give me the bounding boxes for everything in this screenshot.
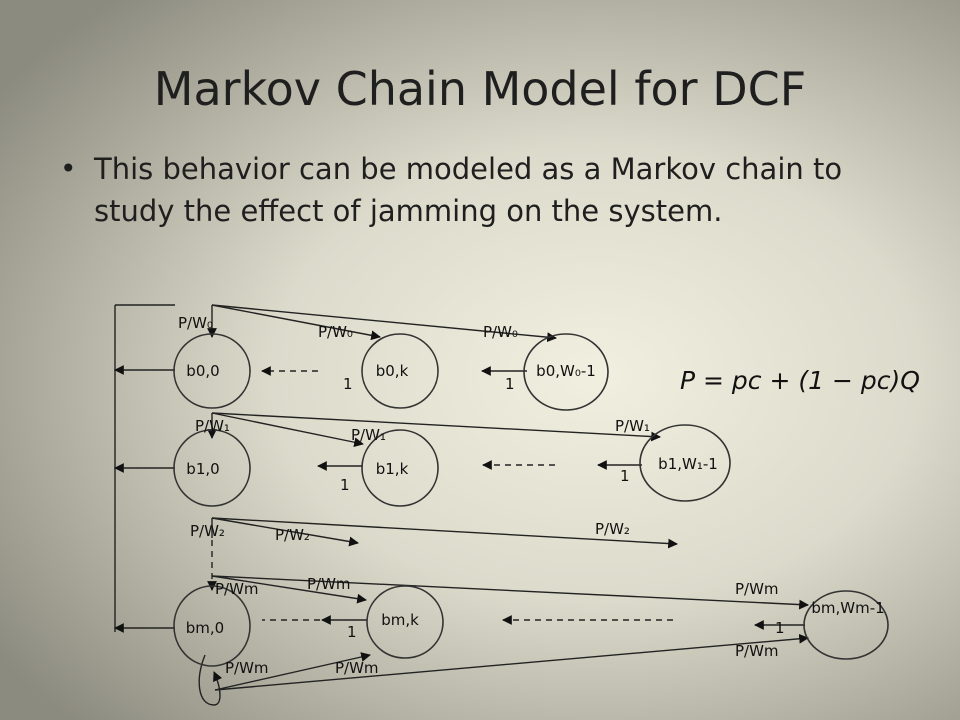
node-b1k <box>361 429 439 507</box>
node-label-bmk: bm,k <box>381 611 419 629</box>
slide-title: Markov Chain Model for DCF <box>153 62 807 116</box>
edge-label-bottom-mid: P/Wm <box>335 659 379 677</box>
edge-label-row2-right: P/W₂ <box>595 520 630 538</box>
bullet-list: • This behavior can be modeled as a Mark… <box>60 148 880 232</box>
edge-label-row1-top: P/W₁ <box>195 417 230 435</box>
arrow-bottom-to-bmw <box>214 633 809 691</box>
arrow-row1-to-b1k <box>211 412 364 448</box>
node-bmk <box>366 585 444 659</box>
bullet-dot-icon: • <box>60 152 77 185</box>
node-label-b0k: b0,k <box>376 362 409 380</box>
arrow-row1-to-b1w <box>211 412 661 442</box>
edge-label-bmk-one: 1 <box>347 623 357 641</box>
edge-label-rowm-lower-right: P/Wm <box>735 642 779 660</box>
node-b10 <box>173 429 251 507</box>
node-label-b1w: b1,W₁-1 <box>658 455 718 473</box>
bullet-text: This behavior can be modeled as a Markov… <box>94 152 843 228</box>
edge-label-row0-right: P/W₀ <box>483 323 518 341</box>
arrow-row2-to-right <box>211 517 678 549</box>
edge-label-b0k-one: 1 <box>343 375 353 393</box>
self-loop-bm0 <box>198 654 223 706</box>
node-b0w <box>523 333 609 411</box>
edge-label-b0w-one: 1 <box>505 375 515 393</box>
node-bmw <box>803 590 889 660</box>
edge-label-bmw-one: 1 <box>775 619 785 637</box>
node-label-b1k: b1,k <box>376 460 409 478</box>
edge-label-row0-top: P/W₀ <box>178 314 213 332</box>
node-bm0 <box>173 585 251 667</box>
edge-label-row1-right: P/W₁ <box>615 417 650 435</box>
edge-label-b1w-one: 1 <box>620 467 630 485</box>
node-label-bmw: bm,Wm-1 <box>811 599 884 617</box>
edge-label-rowm-right: P/Wm <box>735 580 779 598</box>
edge-label-row1-mid: P/W₁ <box>351 426 386 444</box>
arrow-rowm-to-bmk <box>211 575 367 604</box>
arrow-row2-to-mid <box>211 517 359 547</box>
edge-label-rowm-mid: P/Wm <box>307 575 351 593</box>
node-label-bm0: bm,0 <box>186 619 224 637</box>
arrow-rowm-to-bmw <box>211 575 809 610</box>
collision-formula: P = pc + (1 − pc)Q <box>680 366 920 395</box>
arrow-row0-to-b0k <box>211 304 381 341</box>
node-b00 <box>173 333 251 409</box>
edge-label-row2-top: P/W₂ <box>190 522 225 540</box>
edge-label-b1k-one: 1 <box>340 476 350 494</box>
bullet-item: • This behavior can be modeled as a Mark… <box>60 148 880 232</box>
edge-label-rowm-top: P/Wm <box>215 580 259 598</box>
node-label-b0w: b0,W₀-1 <box>536 362 596 380</box>
arrow-row0-to-b0w <box>211 304 557 343</box>
edge-label-row2-mid: P/W₂ <box>275 526 310 544</box>
edge-label-bottom-left: P/Wm <box>225 659 269 677</box>
node-label-b10: b1,0 <box>186 460 219 478</box>
arrow-bottom-to-bmk <box>214 652 371 691</box>
node-label-b00: b0,0 <box>186 362 219 380</box>
node-b1w <box>639 424 731 502</box>
node-b0k <box>361 333 439 409</box>
edge-label-row0-mid: P/W₀ <box>318 323 353 341</box>
